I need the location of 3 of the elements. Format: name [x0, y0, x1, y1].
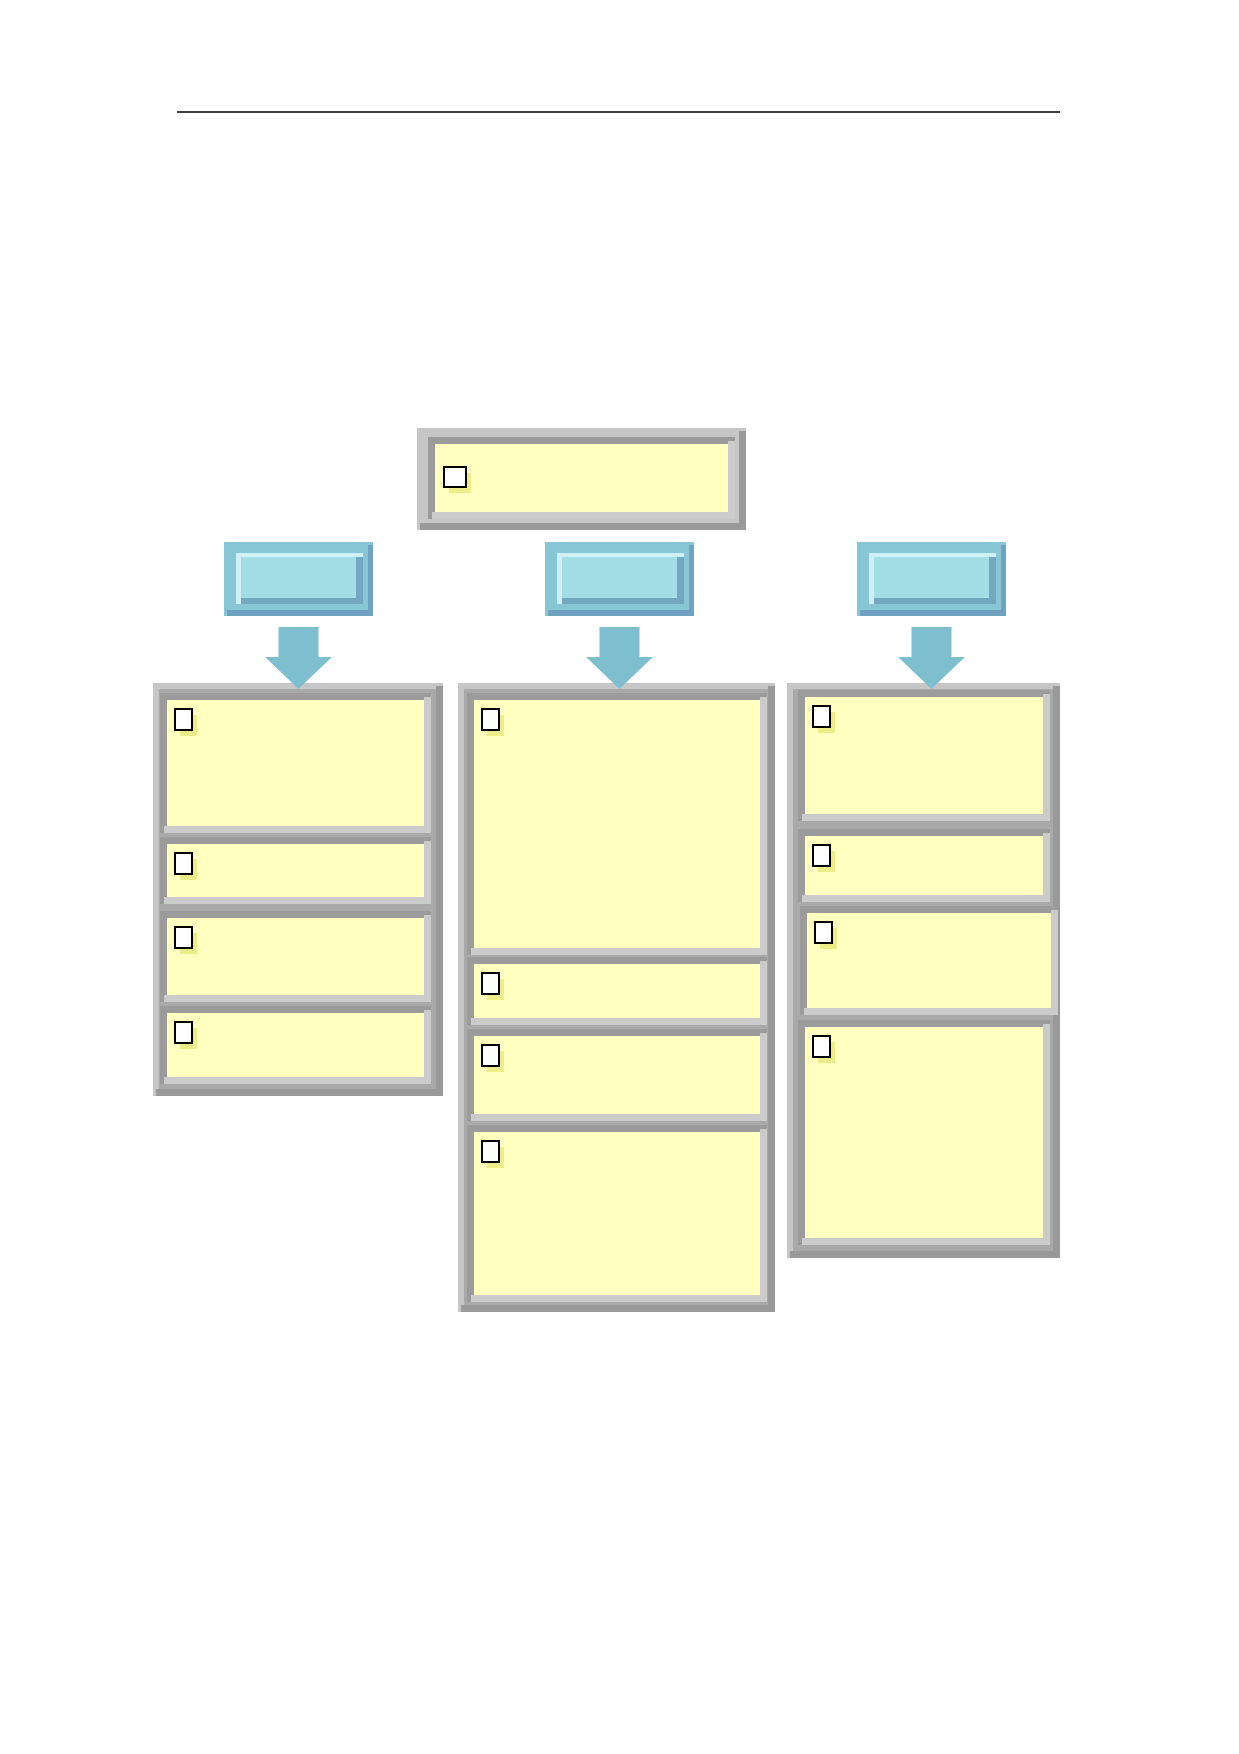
category-box	[857, 542, 1006, 616]
category-box	[545, 542, 694, 616]
category-box	[224, 542, 373, 616]
